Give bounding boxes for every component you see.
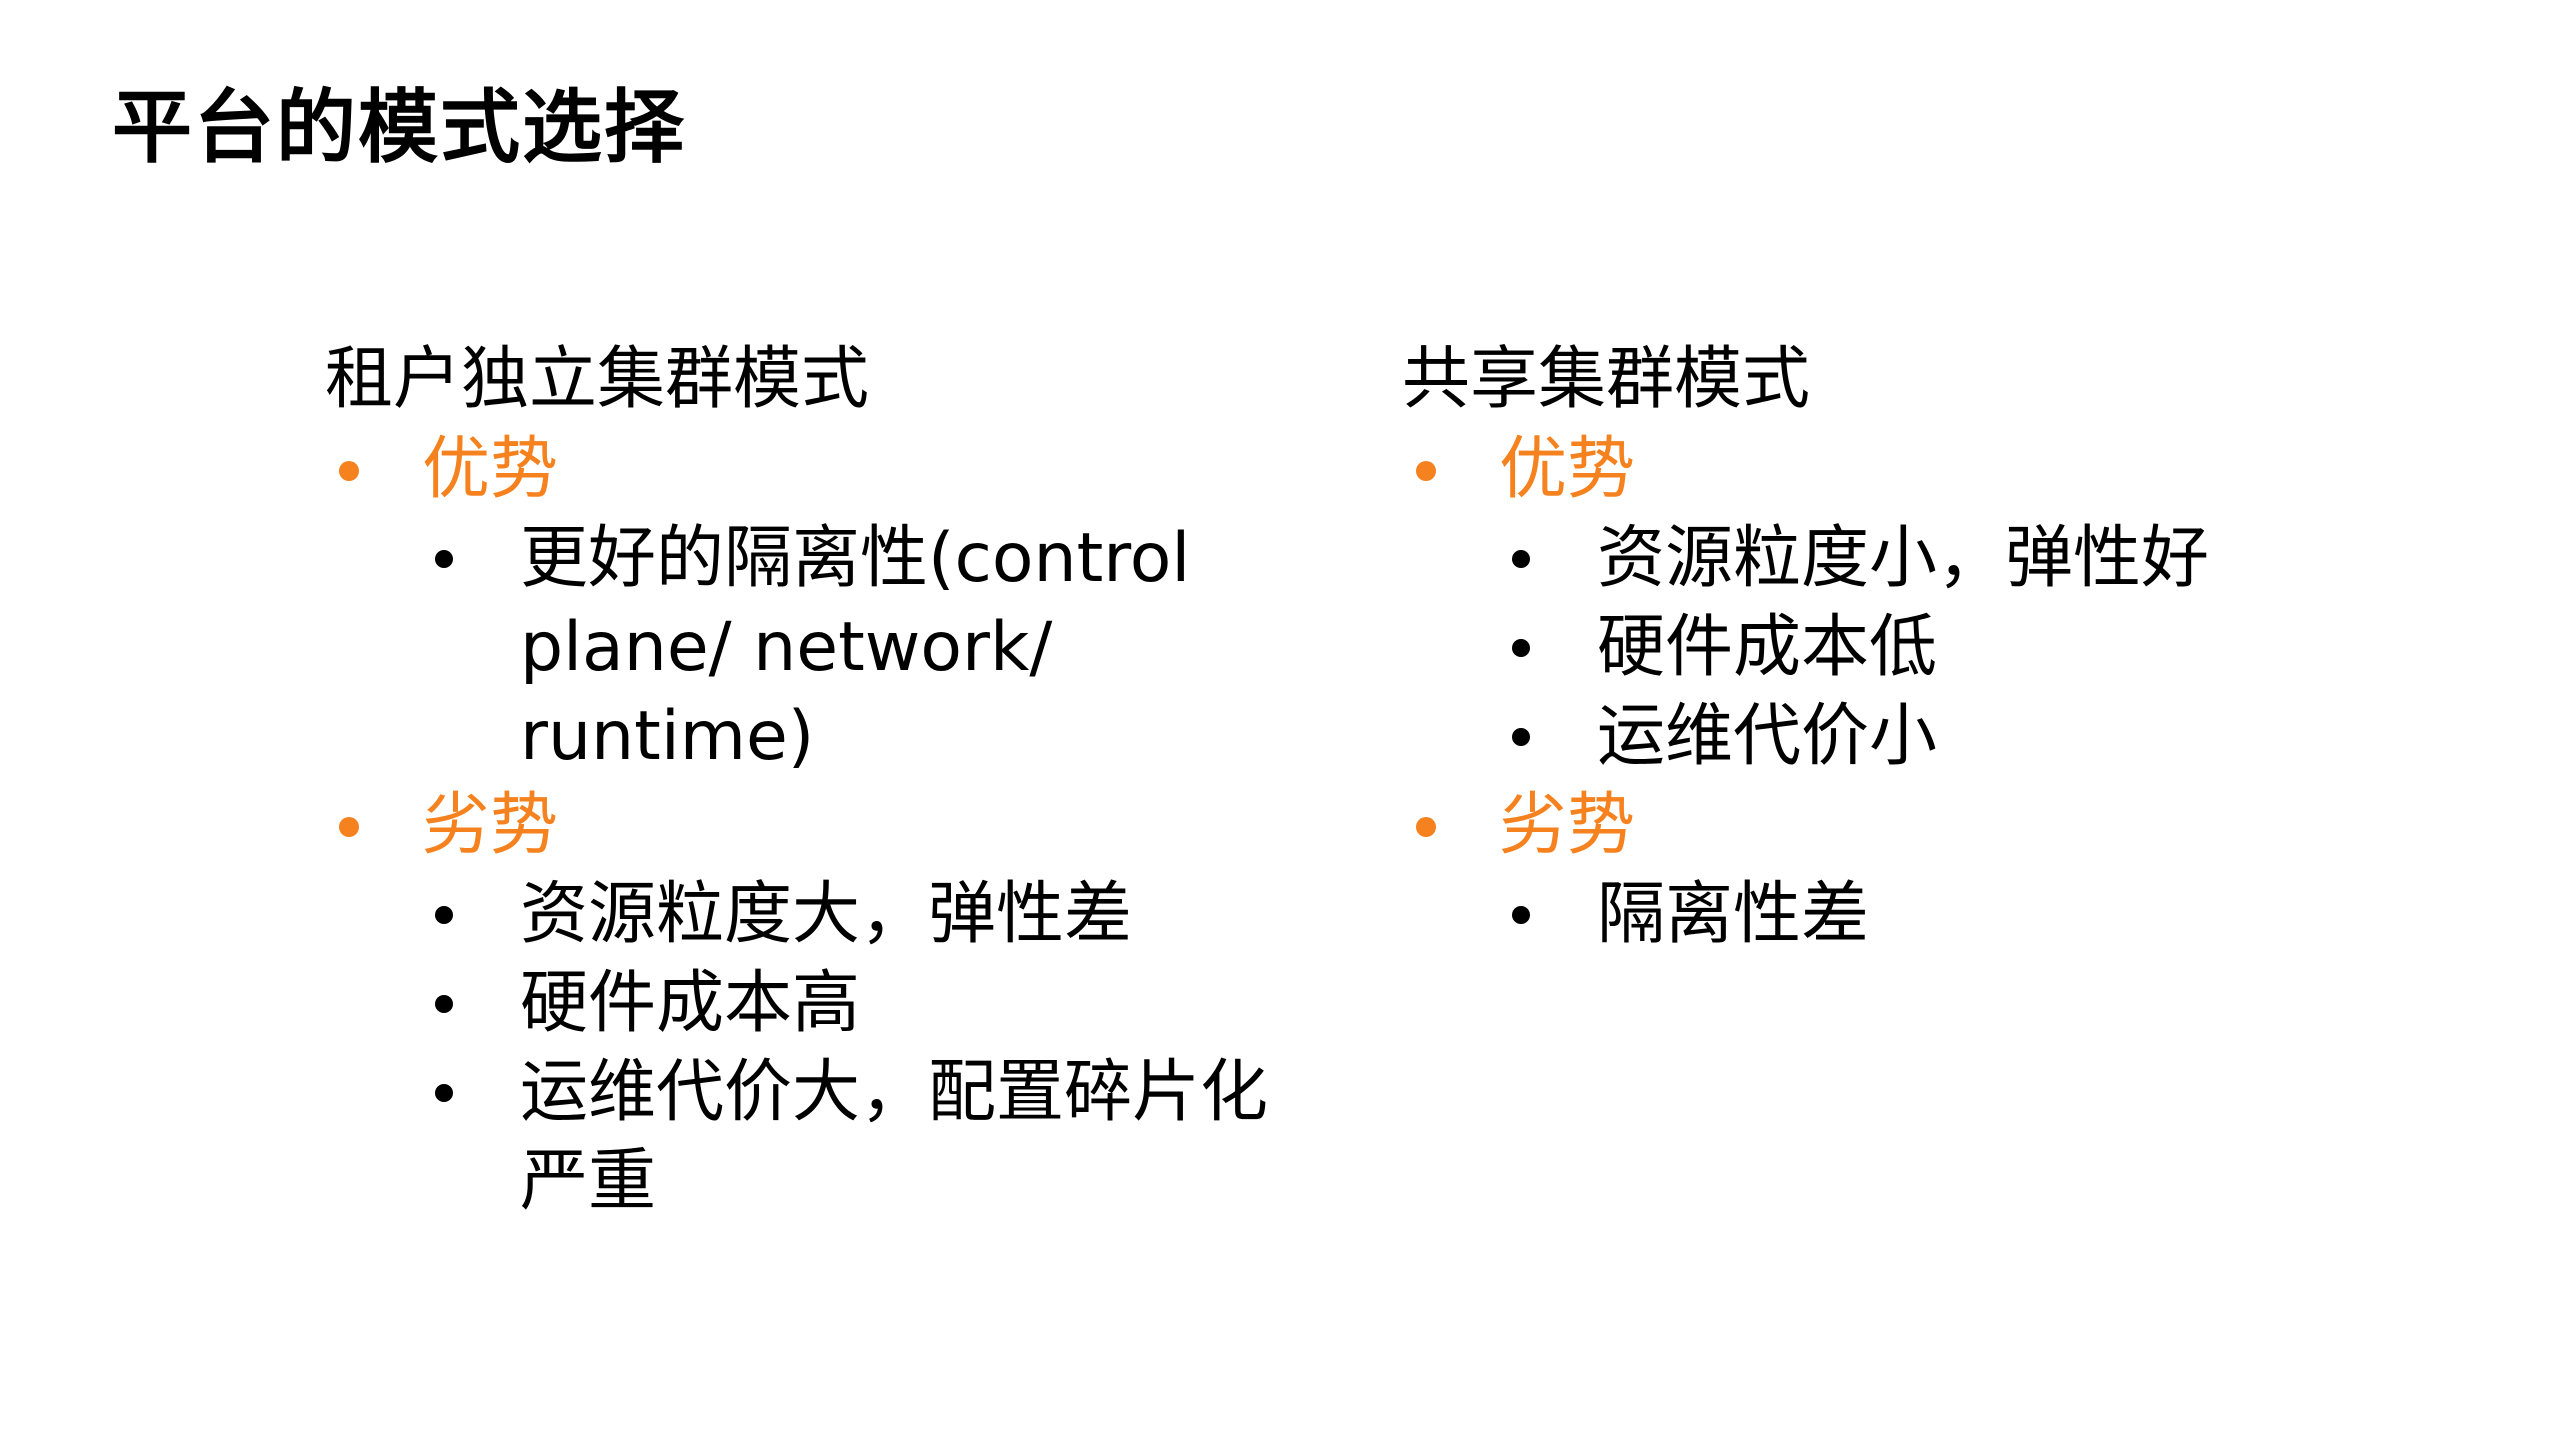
slide-title: 平台的模式选择 <box>112 81 686 174</box>
list-item: 硬件成本高 <box>325 959 1285 1048</box>
section-cons: 劣势 <box>1402 781 2362 870</box>
list-item: 硬件成本低 <box>1402 603 2362 692</box>
column-heading: 共享集群模式 <box>1402 340 1811 419</box>
bullet-icon <box>435 1084 453 1102</box>
section-label: 劣势 <box>422 786 559 865</box>
column-dedicated-cluster: 租户独立集群模式 优势 更好的隔离性(control plane/ networ… <box>325 335 1285 1226</box>
bullet-icon <box>435 995 453 1013</box>
section-pros: 优势 <box>1402 425 2362 514</box>
bullet-icon <box>1416 817 1436 837</box>
bullet-icon <box>339 817 359 837</box>
item-text: 资源粒度大，弹性差 <box>520 875 1133 954</box>
item-text: 更好的隔离性(control plane/ network/ runtime) <box>520 519 1191 776</box>
bullet-icon <box>435 550 453 568</box>
item-text: 硬件成本低 <box>1597 608 1938 687</box>
list-item: 资源粒度小，弹性好 <box>1402 514 2362 603</box>
column-shared-cluster: 共享集群模式 优势 资源粒度小，弹性好 硬件成本低 运维代价小 劣势 隔离性差 <box>1402 335 2362 959</box>
item-text: 隔离性差 <box>1597 875 1870 954</box>
item-text: 运维代价大，配置碎片化严重 <box>520 1053 1269 1221</box>
section-label: 劣势 <box>1499 786 1636 865</box>
section-pros: 优势 <box>325 425 1285 514</box>
list-item: 隔离性差 <box>1402 870 2362 959</box>
bullet-icon <box>1512 550 1530 568</box>
bullet-icon <box>1416 461 1436 481</box>
bullet-icon <box>1512 906 1530 924</box>
section-cons: 劣势 <box>325 781 1285 870</box>
item-text: 运维代价小 <box>1597 697 1938 776</box>
list-item: 更好的隔离性(control plane/ network/ runtime) <box>325 514 1285 781</box>
bullet-icon <box>1512 639 1530 657</box>
bullet-icon <box>339 461 359 481</box>
column-heading: 租户独立集群模式 <box>325 340 870 419</box>
bullet-icon <box>435 906 453 924</box>
section-label: 优势 <box>1499 430 1636 509</box>
list-item: 资源粒度大，弹性差 <box>325 870 1285 959</box>
list-item: 运维代价小 <box>1402 692 2362 781</box>
item-text: 资源粒度小，弹性好 <box>1597 519 2210 598</box>
bullet-icon <box>1512 728 1530 746</box>
item-text: 硬件成本高 <box>520 964 861 1043</box>
list-item: 运维代价大，配置碎片化严重 <box>325 1048 1285 1226</box>
section-label: 优势 <box>422 430 559 509</box>
